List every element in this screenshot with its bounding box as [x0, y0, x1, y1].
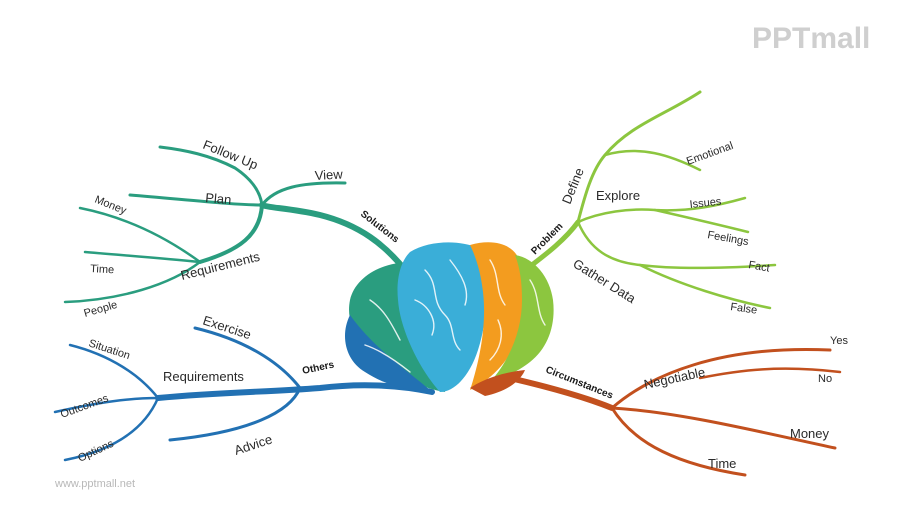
node-options: Options: [76, 438, 116, 465]
brain-illustration: [345, 242, 554, 396]
node-solutions-time: Time: [90, 263, 115, 276]
branch-label-others: Others: [301, 359, 335, 377]
node-yes: Yes: [830, 335, 848, 347]
node-circumstances-money: Money: [790, 426, 830, 441]
node-false: False: [730, 301, 758, 317]
website-url: www.pptmall.net: [55, 478, 136, 490]
node-fact: Fact: [747, 259, 770, 275]
node-explore: Explore: [596, 188, 640, 203]
brand-logo: PPTmall: [752, 22, 871, 55]
branch-circumstances: [507, 347, 842, 477]
node-negotiable: Negotiable: [643, 364, 707, 392]
node-no: No: [818, 373, 832, 385]
branch-label-solutions: Solutions: [358, 209, 401, 246]
node-view: View: [314, 167, 343, 183]
node-outcomes: Outcomes: [59, 392, 111, 421]
node-plan: Plan: [205, 190, 232, 207]
node-issues: Issues: [689, 196, 722, 211]
node-people: People: [83, 299, 119, 320]
node-circumstances-time: Time: [708, 456, 736, 471]
node-advice: Advice: [232, 432, 274, 458]
node-others-requirements: Requirements: [163, 369, 244, 384]
node-solutions-money: Money: [93, 194, 129, 218]
branch-solutions: [63, 145, 408, 304]
node-emotional: Emotional: [685, 140, 735, 168]
